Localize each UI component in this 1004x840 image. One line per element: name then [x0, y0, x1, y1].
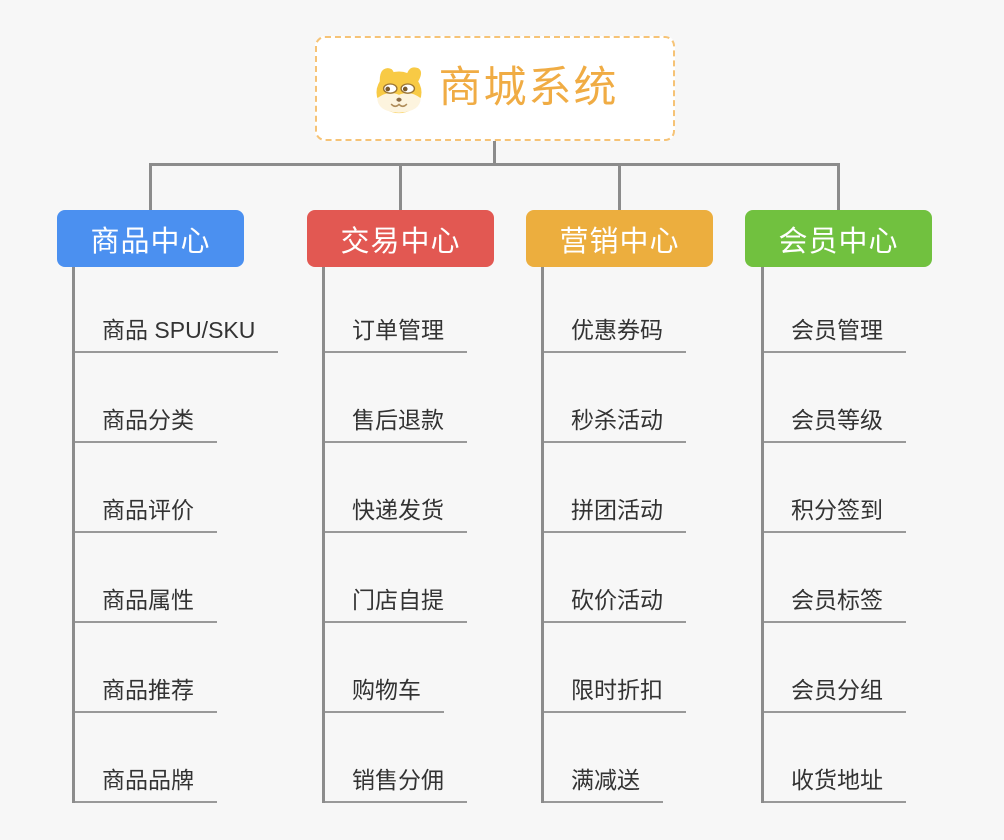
child-node[interactable]: 会员管理: [764, 313, 906, 353]
branch-node-member-center[interactable]: 会员中心: [745, 210, 932, 267]
child-node[interactable]: 商品分类: [75, 403, 217, 443]
child-node[interactable]: 商品属性: [75, 583, 217, 623]
connector-drop-trade: [399, 163, 402, 210]
branch-column-member: 会员管理 会员等级 积分签到 会员标签 会员分组 收货地址: [761, 267, 906, 803]
branch-column-marketing: 优惠券码 秒杀活动 拼团活动 砍价活动 限时折扣 满减送: [541, 267, 686, 803]
child-node[interactable]: 会员分组: [764, 673, 906, 713]
child-node[interactable]: 收货地址: [764, 763, 906, 803]
child-node[interactable]: 满减送: [544, 763, 663, 803]
branch-column-trade: 订单管理 售后退款 快递发货 门店自提 购物车 销售分佣: [322, 267, 467, 803]
branch-node-trade-center[interactable]: 交易中心: [307, 210, 494, 267]
child-node[interactable]: 优惠券码: [544, 313, 686, 353]
child-node[interactable]: 限时折扣: [544, 673, 686, 713]
child-node[interactable]: 购物车: [325, 673, 444, 713]
child-node[interactable]: 门店自提: [325, 583, 467, 623]
child-node[interactable]: 拼团活动: [544, 493, 686, 533]
child-node[interactable]: 积分签到: [764, 493, 906, 533]
child-node[interactable]: 会员等级: [764, 403, 906, 443]
child-node[interactable]: 商品评价: [75, 493, 217, 533]
child-node[interactable]: 售后退款: [325, 403, 467, 443]
branch-node-marketing-center[interactable]: 营销中心: [526, 210, 713, 267]
root-node[interactable]: 商城系统: [315, 36, 675, 141]
connector-bus: [149, 163, 840, 166]
connector-root-stem: [493, 141, 496, 164]
shiba-dog-icon: [372, 64, 426, 114]
branch-node-product-center[interactable]: 商品中心: [57, 210, 244, 267]
child-node[interactable]: 会员标签: [764, 583, 906, 623]
child-node[interactable]: 砍价活动: [544, 583, 686, 623]
connector-drop-product: [149, 163, 152, 210]
child-node[interactable]: 快递发货: [325, 493, 467, 533]
branch-column-product: 商品 SPU/SKU 商品分类 商品评价 商品属性 商品推荐 商品品牌: [72, 267, 279, 803]
child-node[interactable]: 订单管理: [325, 313, 467, 353]
child-node[interactable]: 销售分佣: [325, 763, 467, 803]
connector-drop-member: [837, 163, 840, 210]
connector-drop-marketing: [618, 163, 621, 210]
child-node[interactable]: 商品 SPU/SKU: [75, 313, 279, 353]
child-node[interactable]: 商品推荐: [75, 673, 217, 713]
root-node-label: 商城系统: [438, 64, 619, 112]
child-node[interactable]: 商品品牌: [75, 763, 217, 803]
child-node[interactable]: 秒杀活动: [544, 403, 686, 443]
